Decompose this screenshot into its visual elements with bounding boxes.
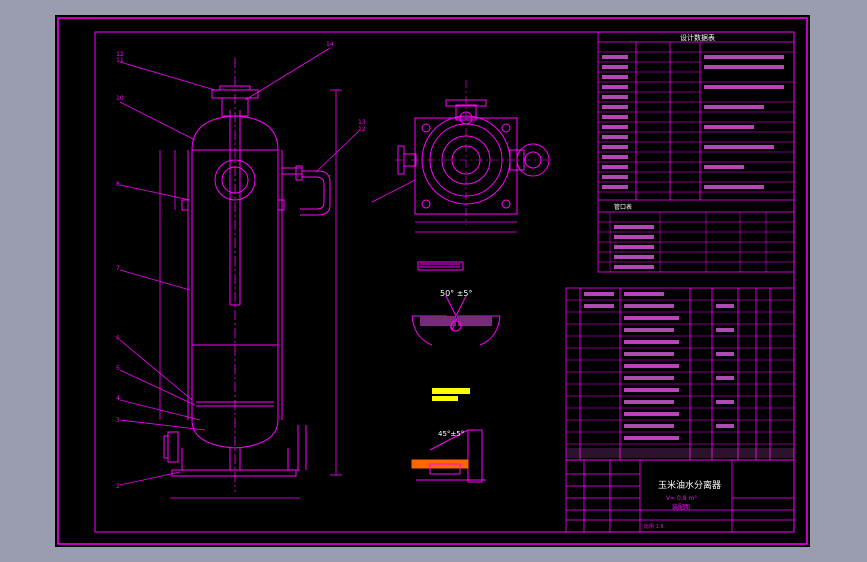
weld-angle-label: 50° ±5° bbox=[440, 289, 473, 298]
svg-text:5: 5 bbox=[116, 365, 120, 372]
title-block bbox=[565, 459, 795, 533]
inner-border bbox=[94, 31, 795, 533]
drawing-name: 玉米油水分离器 bbox=[658, 479, 721, 491]
svg-text:7: 7 bbox=[116, 265, 120, 272]
svg-text:8: 8 bbox=[116, 181, 120, 188]
svg-text:11: 11 bbox=[116, 57, 124, 64]
drawing-scale: 比例 1:6 bbox=[644, 523, 664, 530]
drawing-kind: 装配图 bbox=[672, 503, 690, 511]
svg-text:2: 2 bbox=[116, 483, 120, 490]
dimension-lines bbox=[159, 89, 342, 499]
svg-text:6: 6 bbox=[116, 335, 120, 342]
drawing-sub: V= 0.8 m³ bbox=[666, 495, 697, 502]
design-table-cells bbox=[602, 55, 784, 269]
outer-border bbox=[57, 17, 808, 545]
svg-text:14: 14 bbox=[326, 41, 334, 48]
leader-lines-left bbox=[119, 47, 361, 486]
parts-list-cells bbox=[566, 292, 794, 458]
svg-text:4: 4 bbox=[116, 395, 120, 402]
svg-text:12: 12 bbox=[358, 126, 366, 133]
design-table-rows bbox=[598, 51, 794, 272]
parts-list-rows bbox=[566, 299, 794, 445]
weld-note-2 bbox=[432, 388, 470, 401]
item-numbers-left: 12 11 10 8 7 6 5 4 3 2 14 13 12 bbox=[116, 41, 366, 490]
design-table-title: 设计数据表 bbox=[680, 33, 715, 42]
weld-angle-label-2: 45°±5° bbox=[438, 430, 464, 438]
svg-text:3: 3 bbox=[116, 417, 120, 424]
svg-text:12: 12 bbox=[116, 51, 124, 58]
svg-text:13: 13 bbox=[358, 119, 366, 126]
design-data-table bbox=[597, 31, 795, 273]
weld-detail-2 bbox=[411, 429, 486, 483]
drawing-sheet bbox=[55, 15, 810, 547]
nozzle-table-title: 管口表 bbox=[614, 203, 632, 211]
svg-text:10: 10 bbox=[116, 95, 124, 102]
weld-detail-1 bbox=[411, 261, 501, 346]
top-view-dims bbox=[371, 179, 517, 233]
